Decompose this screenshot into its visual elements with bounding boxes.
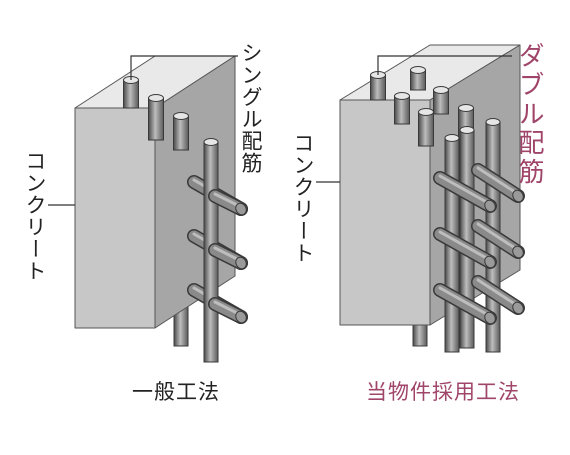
right-stub-3-cap — [394, 92, 410, 100]
right-vertical-rebar-back-cap — [459, 126, 475, 134]
right-concrete-block-front — [339, 99, 431, 326]
right-hbar-back-2 — [472, 220, 524, 258]
right-stub-5 — [418, 111, 434, 147]
general-method-caption: 一般工法 — [132, 380, 220, 404]
left-vertical-rebar-cap — [203, 138, 219, 146]
right-stub-3 — [394, 95, 410, 125]
right-hbar-back-1-highlight — [476, 166, 520, 196]
right-hbar-back-2-end — [512, 245, 524, 259]
left-stub-2 — [148, 97, 164, 141]
right-stub-6-cap — [458, 104, 474, 112]
left-stub-1 — [123, 79, 139, 109]
left-concrete-label: コンクリート — [23, 150, 47, 282]
right-stub-5-cap — [418, 108, 434, 116]
right-hbar-front-3-highlight — [438, 286, 492, 318]
right-hbar-front-2-end — [484, 255, 496, 269]
left-stub-3-cap — [173, 112, 189, 120]
adopted-method-caption: 当物件採用工法 — [366, 380, 520, 404]
left-stub-2-cap — [148, 94, 164, 102]
right-hbar-back-1-end — [512, 189, 524, 203]
right-hbar-back-3-highlight — [476, 278, 520, 308]
right-hbar-back-3-end — [512, 301, 524, 315]
right-vertical-rebar-back-2-cap — [485, 118, 501, 126]
right-stub-4-cap — [433, 86, 449, 94]
right-hbar-front-2-highlight — [438, 230, 492, 262]
left-hbar-2-front-end — [235, 256, 247, 270]
right-hbar-front-1-highlight — [438, 174, 492, 206]
left-concrete-block-front — [74, 107, 156, 329]
single-rebar-label: シングル配筋 — [239, 42, 263, 174]
left-hbar-3-front-end — [235, 310, 247, 324]
right-hbar-front-2 — [434, 228, 496, 268]
right-rebar-leader — [377, 55, 512, 75]
right-hbar-front-1-end — [484, 199, 496, 213]
right-hbar-front-3 — [434, 284, 496, 324]
left-hbar-1-front-end — [235, 202, 247, 216]
right-stub-2-cap — [410, 66, 426, 74]
double-rebar-label: ダブル配筋 — [514, 42, 544, 187]
right-concrete-label: コンクリート — [291, 132, 315, 264]
left-rebar-leader — [130, 55, 238, 80]
left-stub-3 — [173, 115, 189, 151]
right-hbar-front-1 — [434, 172, 496, 212]
right-hbar-back-1 — [472, 164, 524, 202]
right-hbar-front-3-end — [484, 311, 496, 325]
right-hbar-back-3 — [472, 276, 524, 314]
right-vertical-rebar-front-cap — [444, 134, 460, 142]
right-hbar-back-2-highlight — [476, 222, 520, 252]
